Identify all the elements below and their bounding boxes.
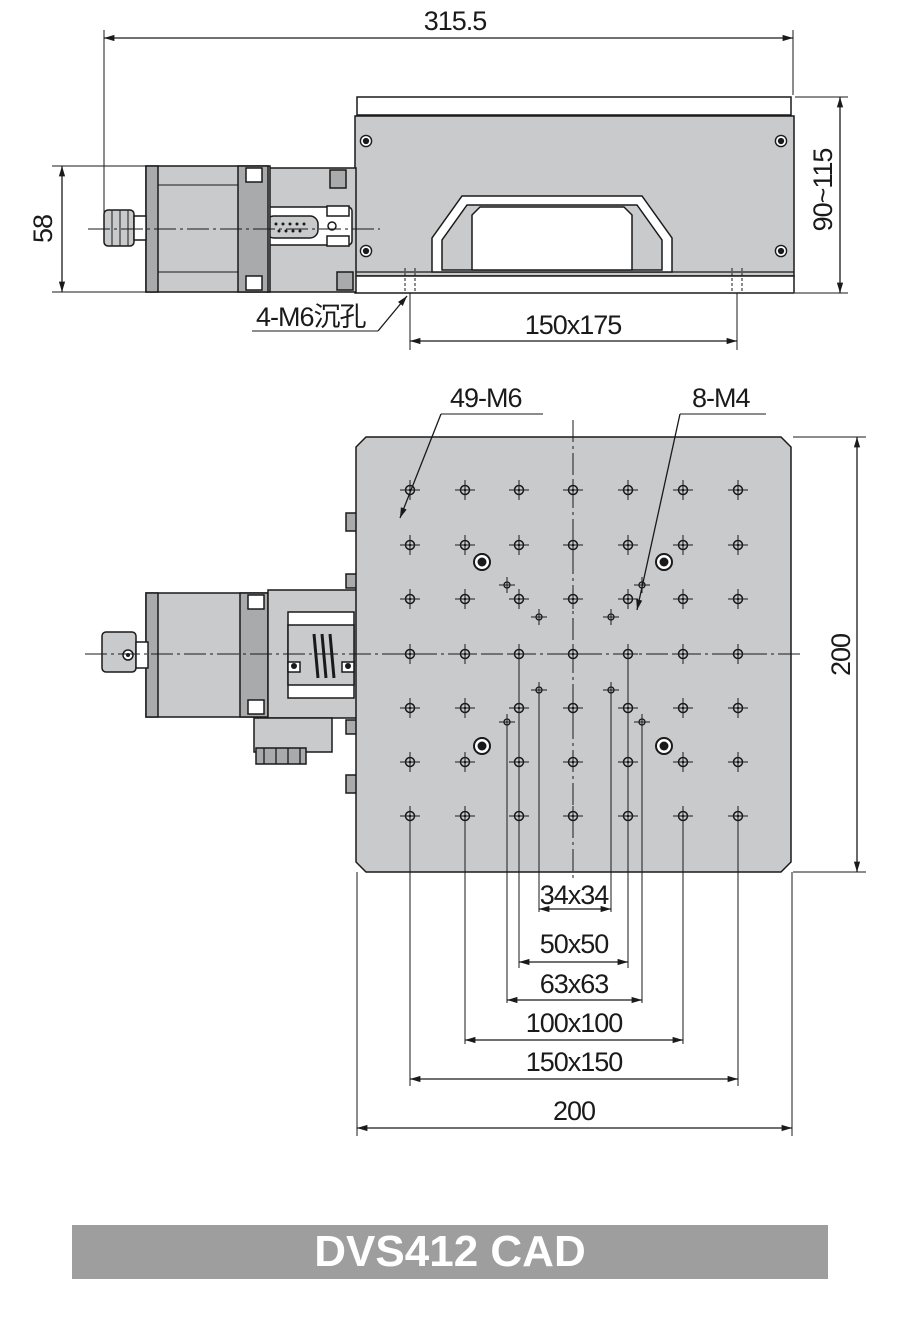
top-view: 200 49-M6 8-M4 34x34 50x50 63x63 100x100… (85, 383, 866, 1136)
dim-pitch-50: 50x50 (540, 929, 609, 959)
dim-table-height: 200 (826, 634, 856, 676)
dim-motor-height: 58 (28, 215, 58, 243)
dim-table-width: 200 (553, 1096, 595, 1126)
title-text: DVS412 CAD (314, 1227, 586, 1276)
label-mount-holes: 4-M6沉孔 (256, 302, 367, 332)
dim-height-range: 90~115 (808, 149, 838, 232)
label-small-holes: 8-M4 (692, 383, 750, 413)
dim-overall-length: 315.5 (424, 6, 487, 36)
dim-pitch-63: 63x63 (540, 969, 609, 999)
label-hole-grid: 49-M6 (450, 383, 522, 413)
dim-pitch-150: 150x150 (526, 1047, 623, 1077)
title-banner: DVS412 CAD (72, 1225, 828, 1279)
dim-mount-spacing: 150x175 (525, 310, 622, 340)
side-view: 315.5 (28, 6, 848, 350)
dim-pitch-34: 34x34 (540, 880, 610, 910)
dim-pitch-100: 100x100 (526, 1008, 623, 1038)
